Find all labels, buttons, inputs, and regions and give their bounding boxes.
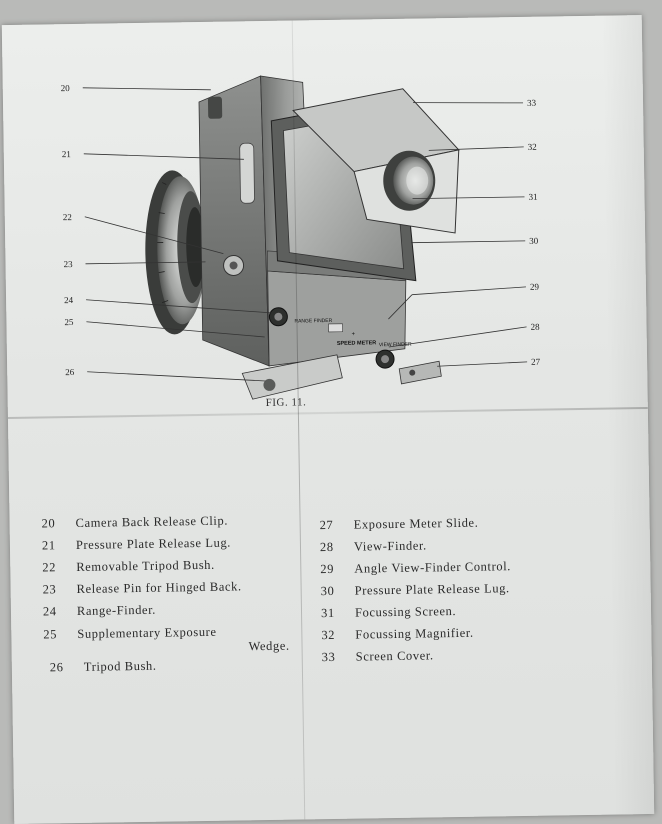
speed-meter-label: SPEED METER <box>337 340 377 347</box>
callout-29: 29 <box>530 282 540 292</box>
callout-21: 21 <box>62 149 71 159</box>
callout-25: 25 <box>64 317 74 327</box>
plus-sign-label: + <box>352 332 356 338</box>
callout-27: 27 <box>531 357 541 367</box>
legend-item-25-continuation: Wedge. <box>248 639 289 655</box>
callout-20: 20 <box>61 83 71 93</box>
callout-28: 28 <box>530 322 540 332</box>
camera-illustration: RANGE FINDER SPEED METER VIEW FINDER + <box>2 15 648 425</box>
callout-33: 33 <box>527 98 537 108</box>
callout-26: 26 <box>65 367 75 377</box>
callout-numbers-left: 20 21 22 23 24 25 26 <box>61 83 75 377</box>
callout-32: 32 <box>528 142 537 152</box>
figure-caption: FIG. 11. <box>266 396 307 409</box>
range-finder-label: RANGE FINDER <box>294 318 332 325</box>
callout-31: 31 <box>528 192 537 202</box>
focussing-hood <box>271 88 461 283</box>
callout-22: 22 <box>63 212 72 222</box>
callout-30: 30 <box>529 236 539 246</box>
callout-24: 24 <box>64 295 74 305</box>
instruction-sheet: RANGE FINDER SPEED METER VIEW FINDER + <box>2 15 654 824</box>
view-finder-label: VIEW FINDER <box>379 342 412 349</box>
callout-numbers-right: 33 32 31 30 29 28 27 <box>527 98 541 367</box>
camera-lens <box>144 170 207 335</box>
callout-23: 23 <box>63 259 73 269</box>
